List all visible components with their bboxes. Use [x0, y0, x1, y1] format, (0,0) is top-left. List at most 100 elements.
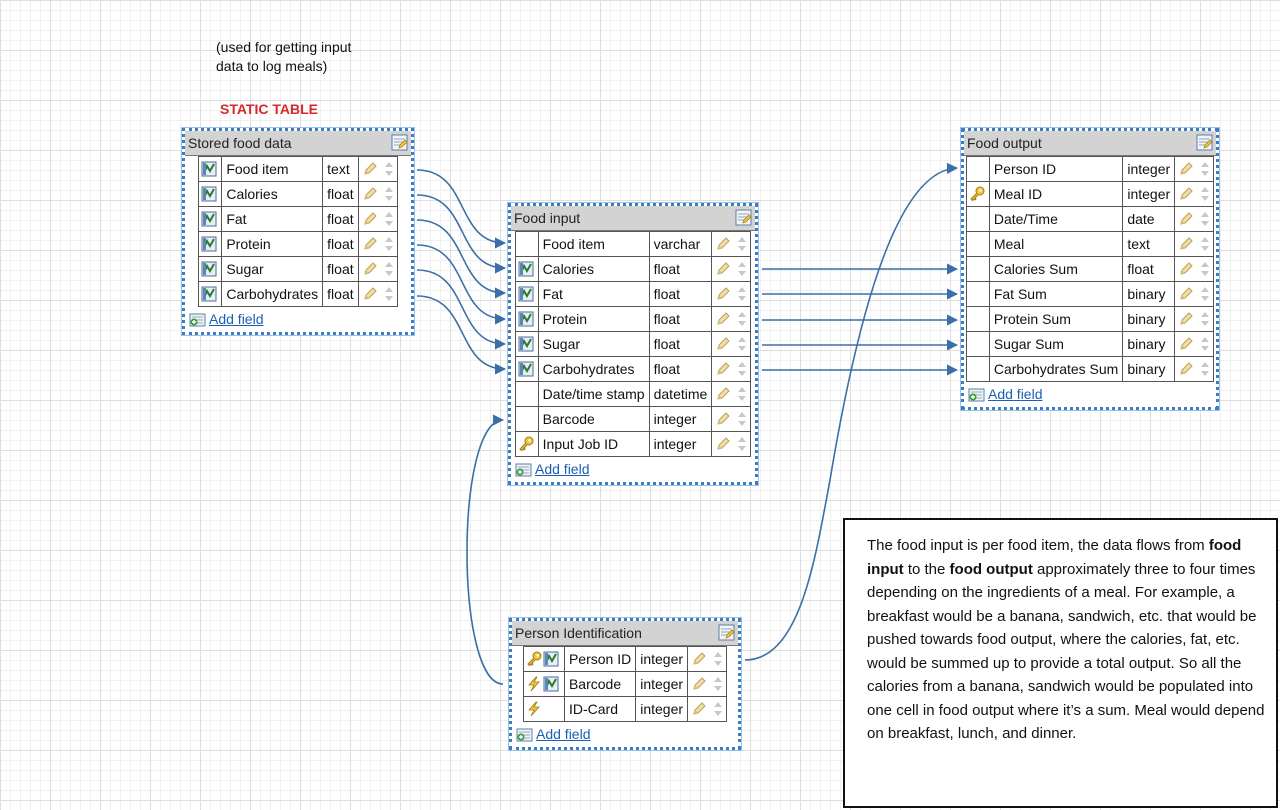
reorder-arrows-icon[interactable] — [737, 386, 747, 402]
pencil-icon[interactable] — [1178, 336, 1194, 352]
reorder-arrows-icon[interactable] — [1200, 361, 1210, 377]
reorder-arrows-icon[interactable] — [737, 436, 747, 452]
pencil-icon[interactable] — [362, 211, 378, 227]
reorder-arrows-icon[interactable] — [384, 211, 394, 227]
pencil-icon[interactable] — [1178, 361, 1194, 377]
edit-table-icon[interactable] — [391, 134, 408, 151]
reorder-arrows-icon[interactable] — [737, 286, 747, 302]
field-type[interactable]: text — [322, 156, 359, 182]
reorder-arrows-icon[interactable] — [1200, 211, 1210, 227]
field-type[interactable]: varchar — [648, 231, 713, 257]
pencil-icon[interactable] — [362, 236, 378, 252]
field-name[interactable]: Date/Time — [988, 206, 1124, 232]
field-type[interactable]: float — [322, 206, 359, 232]
reorder-arrows-icon[interactable] — [1200, 186, 1210, 202]
field-name[interactable]: Fat Sum — [988, 281, 1124, 307]
pencil-icon[interactable] — [715, 336, 731, 352]
field-name[interactable]: Date/time stamp — [537, 381, 650, 407]
field-name[interactable]: Meal — [988, 231, 1124, 257]
field-name[interactable]: Carbohydrates Sum — [988, 356, 1124, 382]
field-type[interactable]: float — [648, 256, 713, 282]
field-type[interactable]: float — [322, 181, 359, 207]
pencil-icon[interactable] — [715, 311, 731, 327]
reorder-arrows-icon[interactable] — [713, 651, 723, 667]
field-type[interactable]: float — [322, 231, 359, 257]
field-name[interactable]: Barcode — [537, 406, 650, 432]
edit-table-icon[interactable] — [1196, 134, 1213, 151]
pencil-icon[interactable] — [1178, 211, 1194, 227]
field-type[interactable]: binary — [1122, 306, 1176, 332]
field-name[interactable]: Fat — [221, 206, 324, 232]
field-name[interactable]: Calories Sum — [988, 256, 1124, 282]
reorder-arrows-icon[interactable] — [384, 236, 394, 252]
field-name[interactable]: Calories — [221, 181, 324, 207]
field-name[interactable]: Input Job ID — [537, 431, 650, 457]
pencil-icon[interactable] — [715, 411, 731, 427]
field-name[interactable]: Fat — [537, 281, 650, 307]
pencil-icon[interactable] — [1178, 186, 1194, 202]
reorder-arrows-icon[interactable] — [1200, 161, 1210, 177]
reorder-arrows-icon[interactable] — [1200, 236, 1210, 252]
reorder-arrows-icon[interactable] — [737, 261, 747, 277]
pencil-icon[interactable] — [715, 236, 731, 252]
pencil-icon[interactable] — [691, 651, 707, 667]
reorder-arrows-icon[interactable] — [737, 361, 747, 377]
field-type[interactable]: date — [1122, 206, 1176, 232]
reorder-arrows-icon[interactable] — [384, 161, 394, 177]
table-header[interactable]: Food input — [511, 206, 755, 231]
field-type[interactable]: float — [1122, 256, 1176, 282]
field-type[interactable]: float — [322, 281, 359, 307]
table-header[interactable]: Person Identification — [512, 621, 738, 646]
pencil-icon[interactable] — [691, 676, 707, 692]
edit-table-icon[interactable] — [735, 209, 752, 226]
add-field-link[interactable]: Add field — [964, 382, 1216, 407]
field-name[interactable]: Barcode — [563, 671, 637, 697]
field-type[interactable]: float — [322, 256, 359, 282]
reorder-arrows-icon[interactable] — [1200, 286, 1210, 302]
field-type[interactable]: text — [1122, 231, 1176, 257]
add-field-link[interactable]: Add field — [185, 307, 411, 332]
reorder-arrows-icon[interactable] — [713, 701, 723, 717]
pencil-icon[interactable] — [1178, 161, 1194, 177]
field-type[interactable]: integer — [635, 646, 689, 672]
field-type[interactable]: integer — [1122, 156, 1176, 182]
pencil-icon[interactable] — [715, 286, 731, 302]
pencil-icon[interactable] — [715, 261, 731, 277]
field-name[interactable]: Sugar Sum — [988, 331, 1124, 357]
reorder-arrows-icon[interactable] — [384, 186, 394, 202]
field-type[interactable]: integer — [648, 406, 713, 432]
reorder-arrows-icon[interactable] — [713, 676, 723, 692]
field-name[interactable]: Carbohydrates — [221, 281, 324, 307]
field-name[interactable]: Protein Sum — [988, 306, 1124, 332]
pencil-icon[interactable] — [715, 386, 731, 402]
field-type[interactable]: float — [648, 281, 713, 307]
reorder-arrows-icon[interactable] — [1200, 311, 1210, 327]
reorder-arrows-icon[interactable] — [1200, 261, 1210, 277]
table-header[interactable]: Food output — [964, 131, 1216, 156]
pencil-icon[interactable] — [715, 361, 731, 377]
field-type[interactable]: integer — [635, 696, 689, 722]
field-type[interactable]: integer — [1122, 181, 1176, 207]
field-name[interactable]: Protein — [537, 306, 650, 332]
field-name[interactable]: Carbohydrates — [537, 356, 650, 382]
pencil-icon[interactable] — [1178, 236, 1194, 252]
